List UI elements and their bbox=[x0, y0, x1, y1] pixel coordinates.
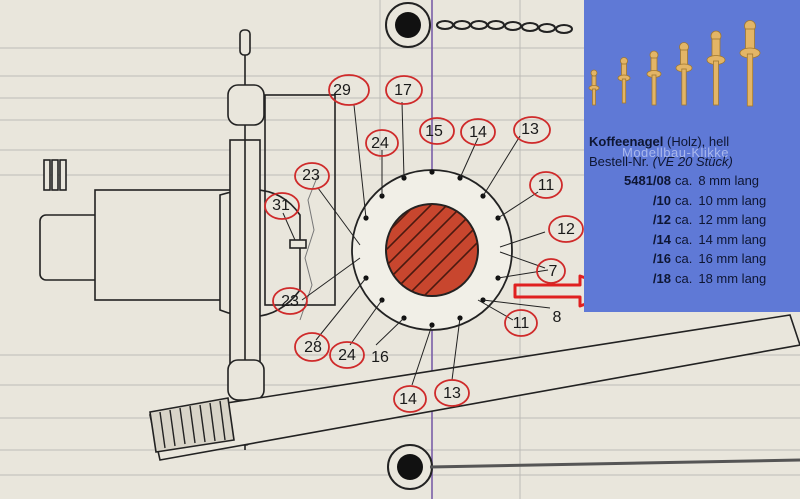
part-label: 8 bbox=[553, 309, 562, 326]
approx-label: ca. bbox=[675, 212, 693, 227]
belaying-pin-10mm-icon bbox=[617, 57, 631, 104]
part-label: 16 bbox=[371, 349, 389, 366]
approx-label: ca. bbox=[675, 251, 693, 266]
paper-tear bbox=[299, 174, 319, 321]
part-label: 14 bbox=[399, 391, 417, 408]
item-code: /18 bbox=[652, 270, 671, 286]
pin-rack bbox=[351, 169, 546, 331]
item-code: /12 bbox=[652, 212, 671, 227]
part-label: 13 bbox=[521, 121, 539, 138]
part-label: 24 bbox=[371, 135, 389, 152]
approx-label: ca. bbox=[675, 192, 693, 208]
eye-bolt-bottom bbox=[387, 444, 800, 490]
length-text: 12 mm lang bbox=[698, 212, 767, 227]
product-name: Koffeenagel bbox=[589, 134, 664, 149]
belaying-pin-8mm-icon bbox=[588, 69, 600, 106]
belaying-pin-12mm-icon bbox=[646, 50, 662, 106]
order-line: Bestell-Nr. (VE 20 Stück) bbox=[589, 152, 797, 172]
length-text: 10 mm lang bbox=[698, 192, 767, 208]
part-label: 13 bbox=[443, 385, 461, 402]
approx-label: ca. bbox=[675, 173, 693, 188]
item-code: /14 bbox=[652, 231, 671, 247]
left-hardware bbox=[39, 29, 336, 450]
watermark-text: Modellbau-Klikke bbox=[622, 145, 729, 160]
size-row: 5481/08 ca. 8 mm lang bbox=[589, 171, 797, 191]
belaying-pin-16mm-icon bbox=[706, 30, 726, 106]
diagonal-spar bbox=[149, 314, 800, 461]
length-text: 16 mm lang bbox=[698, 251, 767, 266]
chain bbox=[436, 20, 573, 34]
red-circle-marks bbox=[264, 74, 584, 413]
length-text: 8 mm lang bbox=[698, 173, 760, 188]
part-label: 11 bbox=[538, 177, 555, 194]
item-code: 5481/08 bbox=[624, 173, 671, 188]
pack-size: (VE 20 Stück) bbox=[652, 153, 733, 169]
size-row: /12 ca. 12 mm lang bbox=[589, 210, 797, 230]
belaying-pin-14mm-icon bbox=[675, 42, 693, 106]
part-label: 7 bbox=[549, 263, 558, 280]
order-label: Bestell-Nr. bbox=[589, 153, 649, 169]
approx-label: ca. bbox=[675, 231, 693, 247]
part-label: 15 bbox=[425, 123, 443, 140]
catalog-text: Koffeenagel (Holz), hell Bestell-Nr. (VE… bbox=[589, 132, 797, 288]
approx-label: ca. bbox=[675, 270, 693, 286]
length-text: 18 mm lang bbox=[698, 270, 767, 286]
product-material: (Holz), hell bbox=[663, 134, 730, 149]
size-row: /16 ca. 16 mm lang bbox=[589, 249, 797, 269]
part-label: 29 bbox=[333, 82, 351, 99]
part-label: 24 bbox=[338, 347, 356, 364]
eye-bolt-top bbox=[385, 2, 431, 48]
part-label: 23 bbox=[302, 167, 320, 184]
part-labels: 29 17 24 15 14 13 11 12 7 8 11 13 14 16 … bbox=[272, 82, 575, 408]
catalog-clipping: Modellbau-Klikke Koffeenagel (Holz), hel… bbox=[584, 0, 800, 312]
part-label: 17 bbox=[394, 82, 412, 99]
product-title: Koffeenagel (Holz), hell bbox=[589, 132, 797, 152]
part-label: 23 bbox=[281, 293, 299, 310]
part-label: 31 bbox=[272, 197, 290, 214]
length-text: 14 mm lang bbox=[698, 231, 767, 247]
part-label: 14 bbox=[469, 124, 487, 141]
belaying-pin-18mm-icon bbox=[739, 20, 761, 107]
part-label: 28 bbox=[304, 339, 322, 356]
part-label: 12 bbox=[557, 221, 575, 238]
item-code: /10 bbox=[652, 192, 671, 208]
part-label: 11 bbox=[513, 315, 530, 332]
item-code: /16 bbox=[652, 251, 671, 266]
belaying-pin-illustrations bbox=[588, 20, 761, 107]
